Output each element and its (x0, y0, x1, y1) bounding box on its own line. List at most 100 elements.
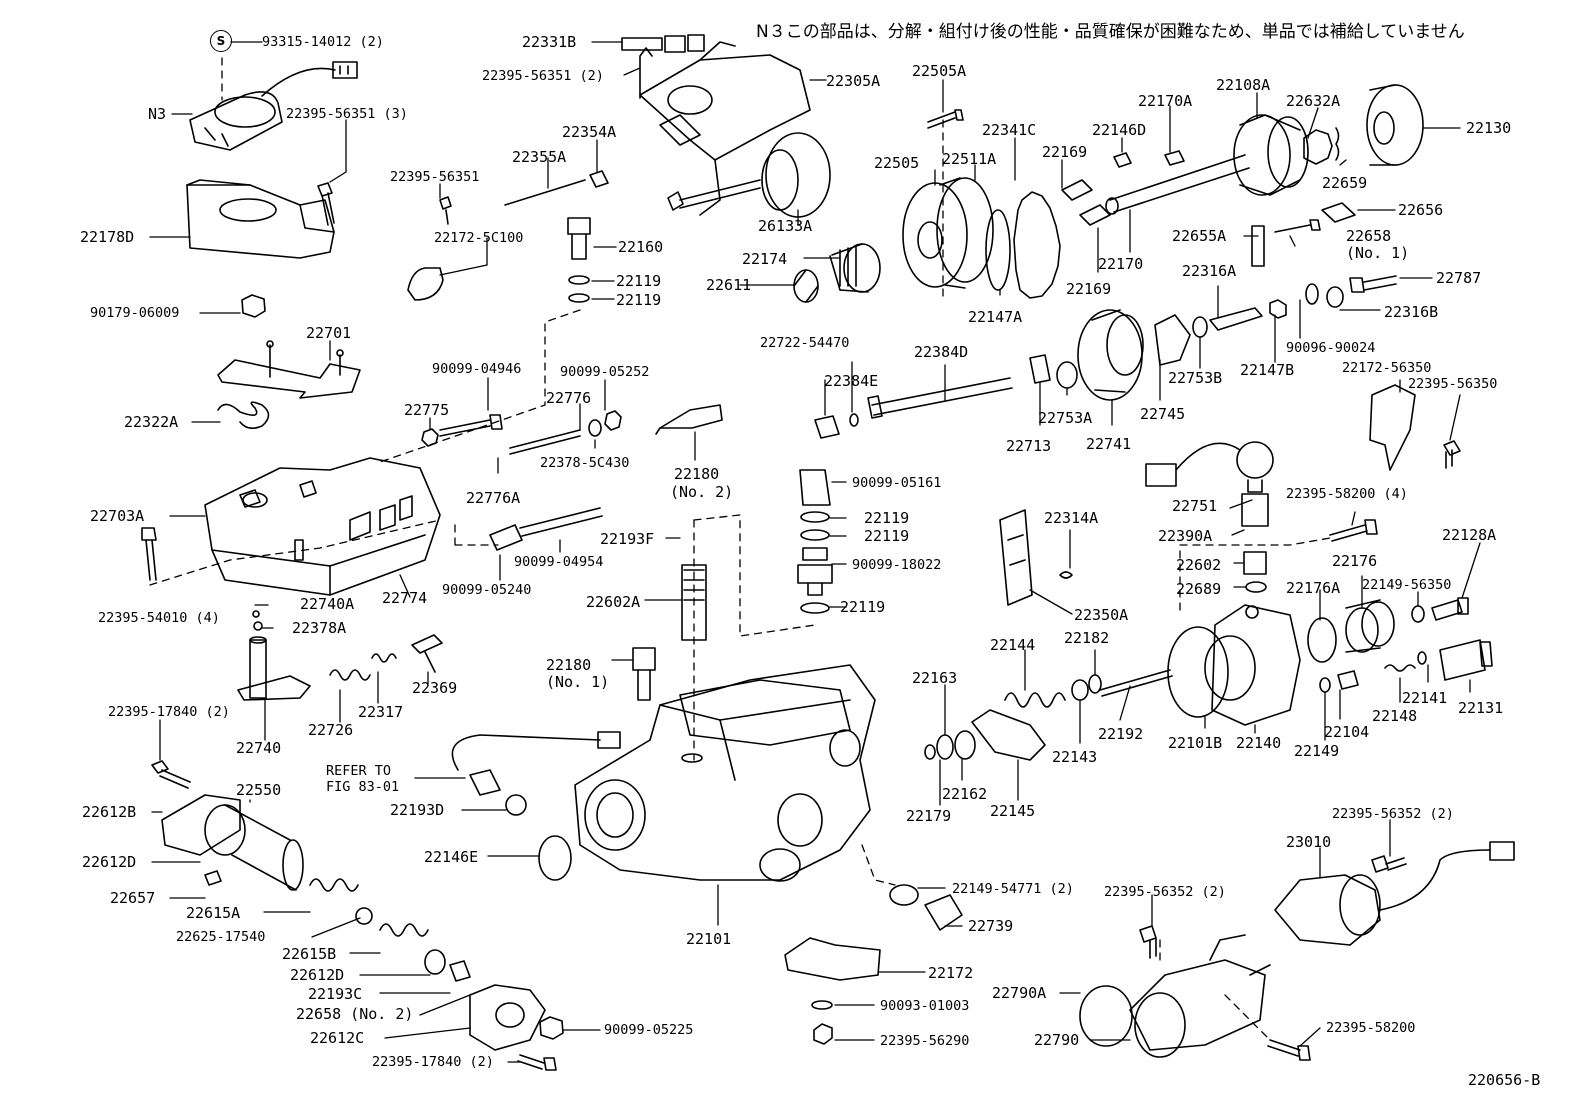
part-label[interactable]: 22143 (1052, 748, 1098, 766)
part-label[interactable]: 22305A (826, 72, 881, 90)
part-label[interactable]: (No. 1) (1346, 244, 1410, 262)
part-label[interactable]: 22602A (586, 593, 641, 611)
part-label[interactable]: 22144 (990, 636, 1036, 654)
part-label[interactable]: 22390A (1158, 527, 1213, 545)
part-label[interactable]: 22602 (1176, 556, 1222, 574)
part-label[interactable]: 22322A (124, 413, 179, 431)
part-label[interactable]: 22170 (1098, 255, 1144, 273)
part-label[interactable]: 22655A (1172, 227, 1227, 245)
part-label[interactable]: 93315-14012 (2) (262, 34, 384, 50)
part-label[interactable]: 22656 (1398, 201, 1444, 219)
part-label[interactable]: 22395-58200 (4) (1286, 486, 1408, 502)
part-label[interactable]: 22314A (1044, 509, 1099, 527)
part-label[interactable]: 22741 (1086, 435, 1132, 453)
part-label[interactable]: 22713 (1006, 437, 1052, 455)
part-label[interactable]: 22395-54010 (4) (98, 610, 220, 626)
part-label[interactable]: 22108A (1216, 76, 1271, 94)
part-label[interactable]: 22395-56352 (2) (1104, 884, 1226, 900)
part-label[interactable]: 22753B (1168, 369, 1223, 387)
part-label[interactable]: 22776A (466, 489, 521, 507)
part-label[interactable]: 22163 (912, 669, 958, 687)
part-label[interactable]: 22657 (110, 889, 156, 907)
part-label[interactable]: 22776 (546, 389, 592, 407)
part-label[interactable]: FIG 83-01 (326, 779, 400, 795)
part-label[interactable]: 22180 (674, 465, 720, 483)
part-label[interactable]: 22162 (942, 785, 988, 803)
part-label[interactable]: 90099-05252 (560, 364, 650, 380)
part-label[interactable]: 22193C (308, 985, 363, 1003)
part-label[interactable]: (No. 2) (670, 483, 734, 501)
part-label[interactable]: 22753A (1038, 409, 1093, 427)
part-label[interactable]: 22119 (864, 527, 910, 545)
part-label[interactable]: 22176 (1332, 552, 1378, 570)
part-label[interactable]: 22147A (968, 308, 1023, 326)
part-label[interactable]: 22146E (424, 848, 479, 866)
part-label[interactable]: 22101 (686, 930, 732, 948)
part-label[interactable]: 22395-56352 (2) (1332, 806, 1454, 822)
part-label[interactable]: 22355A (512, 148, 567, 166)
part-label[interactable]: 22172 (928, 964, 974, 982)
part-label[interactable]: 22745 (1140, 405, 1186, 423)
part-label[interactable]: 22395-56350 (1408, 376, 1498, 392)
part-label[interactable]: 90099-04954 (514, 554, 604, 570)
part-label[interactable]: 22615B (282, 945, 337, 963)
part-label[interactable]: 22790 (1034, 1031, 1080, 1049)
part-label[interactable]: 90099-05225 (604, 1022, 694, 1038)
part-label[interactable]: 22612D (290, 966, 345, 984)
part-label[interactable]: 22172-5C100 (434, 230, 524, 246)
part-label[interactable]: 22149 (1294, 742, 1340, 760)
part-label[interactable]: 22384E (824, 372, 879, 390)
part-label[interactable]: 22658 (No. 2) (296, 1005, 414, 1023)
part-label[interactable]: 22128A (1442, 526, 1497, 544)
part-label[interactable]: 22182 (1064, 629, 1110, 647)
part-label[interactable]: 22395-56351 (2) (482, 68, 604, 84)
part-label[interactable]: 22775 (404, 401, 450, 419)
part-label[interactable]: 22689 (1176, 580, 1222, 598)
part-label[interactable]: 90099-05161 (852, 475, 942, 491)
part-label[interactable]: 22726 (308, 721, 354, 739)
part-label[interactable]: 22341C (982, 121, 1037, 139)
part-label[interactable]: 22119 (840, 598, 886, 616)
part-label[interactable]: 22160 (618, 238, 664, 256)
part-label[interactable]: 22192 (1098, 725, 1144, 743)
part-label[interactable]: 22141 (1402, 689, 1448, 707)
part-label[interactable]: 22119 (616, 272, 662, 290)
part-label[interactable]: 22612C (310, 1029, 365, 1047)
part-label[interactable]: 22145 (990, 802, 1036, 820)
part-label[interactable]: 22395-58200 (1326, 1020, 1416, 1036)
part-label[interactable]: 22131 (1458, 699, 1504, 717)
part-label[interactable]: 22505 (874, 154, 920, 172)
part-label[interactable]: 22395-56351 (390, 169, 480, 185)
part-label[interactable]: 22395-17840 (2) (108, 704, 230, 720)
part-label[interactable]: 22180 (546, 656, 592, 674)
part-label[interactable]: 22172-56350 (1342, 360, 1432, 376)
part-label[interactable]: 22369 (412, 679, 458, 697)
part-label[interactable]: 22612B (82, 803, 137, 821)
part-label[interactable]: 90099-04946 (432, 361, 522, 377)
part-label[interactable]: 22146D (1092, 121, 1147, 139)
part-label[interactable]: 22378A (292, 619, 347, 637)
part-label[interactable]: 22701 (306, 324, 352, 342)
part-label[interactable]: 22511A (942, 150, 997, 168)
part-label[interactable]: 22179 (906, 807, 952, 825)
part-label[interactable]: 22774 (382, 589, 428, 607)
part-label[interactable]: 22550 (236, 781, 282, 799)
part-label[interactable]: 22147B (1240, 361, 1295, 379)
part-label[interactable]: 22612D (82, 853, 137, 871)
part-label[interactable]: 90093-01003 (880, 998, 970, 1014)
part-label[interactable]: 22384D (914, 343, 969, 361)
part-label[interactable]: 22395-56290 (880, 1033, 970, 1049)
part-label[interactable]: 23010 (1286, 833, 1332, 851)
part-label[interactable]: REFER TO (326, 763, 392, 779)
part-label[interactable]: 22119 (616, 291, 662, 309)
part-label[interactable]: 22659 (1322, 174, 1368, 192)
part-label[interactable]: 22611 (706, 276, 752, 294)
part-label[interactable]: 22625-17540 (176, 929, 266, 945)
part-label[interactable]: 22331B (522, 33, 577, 51)
part-label[interactable]: 22751 (1172, 497, 1218, 515)
part-label[interactable]: 22722-54470 (760, 335, 850, 351)
part-label[interactable]: 22104 (1324, 723, 1370, 741)
part-label[interactable]: 22378-5C430 (540, 455, 630, 471)
part-label[interactable]: 90096-90024 (1286, 340, 1376, 356)
part-label[interactable]: 22350A (1074, 606, 1129, 624)
